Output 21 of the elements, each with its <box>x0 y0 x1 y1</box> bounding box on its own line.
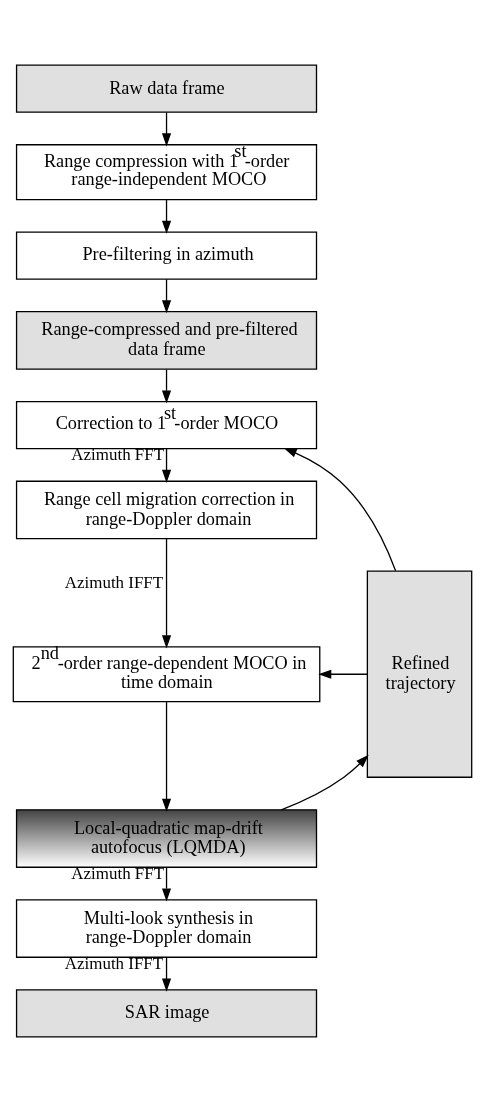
node-box: SAR image <box>15 988 318 1037</box>
arrow <box>161 198 172 234</box>
node-box: Local-quadratic map-drift autofocus (LQMDA) <box>15 808 318 868</box>
arrow <box>161 111 172 146</box>
node-box: Multi-look synthesis in range-Doppler domain <box>15 898 318 958</box>
arrow <box>318 669 368 679</box>
node-box: Range cell migration correction in range-Doppler domain <box>15 480 318 539</box>
arrow <box>161 278 172 313</box>
edge-label: Azimuth IFFT <box>64 572 164 592</box>
arrow <box>280 754 369 810</box>
arrow <box>161 956 172 992</box>
arrow <box>161 447 172 483</box>
node-box: Refined trajectory <box>366 570 473 778</box>
arrow <box>161 700 172 812</box>
arrow <box>161 866 172 901</box>
node-box: Range-compressed and pre-filtered data frame <box>15 310 318 370</box>
arrow <box>161 537 172 648</box>
node-box: Pre-filtering in azimuth <box>15 231 318 280</box>
arrow <box>283 447 397 571</box>
arrow <box>161 368 172 403</box>
node-box: Raw data frame <box>15 64 318 113</box>
